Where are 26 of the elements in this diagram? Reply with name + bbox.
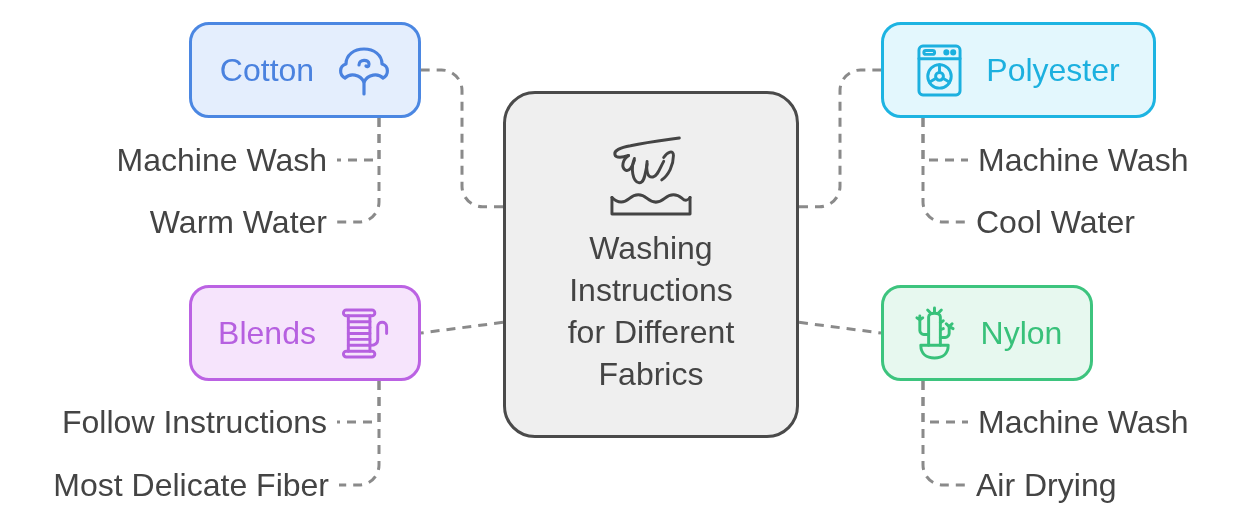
connector	[420, 320, 504, 335]
instruction-label: Machine Wash	[116, 141, 327, 179]
connector	[921, 381, 966, 487]
instruction-label: Most Delicate Fiber	[53, 466, 329, 504]
fabric-box	[881, 285, 1093, 381]
connector	[337, 118, 381, 224]
connector	[339, 381, 381, 487]
fabric-name: Nylon	[980, 314, 1063, 352]
instruction-label: Follow Instructions	[62, 403, 327, 441]
fabric-box	[189, 285, 421, 381]
fabric-box	[189, 22, 421, 118]
instruction-label: Machine Wash	[978, 141, 1189, 179]
fabric-name: Blends	[218, 314, 316, 352]
connector	[798, 320, 882, 335]
topic-box	[503, 91, 799, 438]
instruction-label: Warm Water	[149, 203, 327, 241]
instruction-label: Air Drying	[976, 466, 1117, 504]
instruction-label: Machine Wash	[978, 403, 1189, 441]
topic-title: Washing Instructions for Different Fabrics	[566, 228, 736, 394]
fabric-name: Cotton	[219, 51, 315, 89]
instruction-label: Cool Water	[976, 203, 1135, 241]
connector	[921, 118, 966, 224]
fabric-box	[881, 22, 1156, 118]
connector	[799, 68, 881, 209]
fabric-name: Polyester	[986, 51, 1120, 89]
connector	[421, 68, 503, 209]
